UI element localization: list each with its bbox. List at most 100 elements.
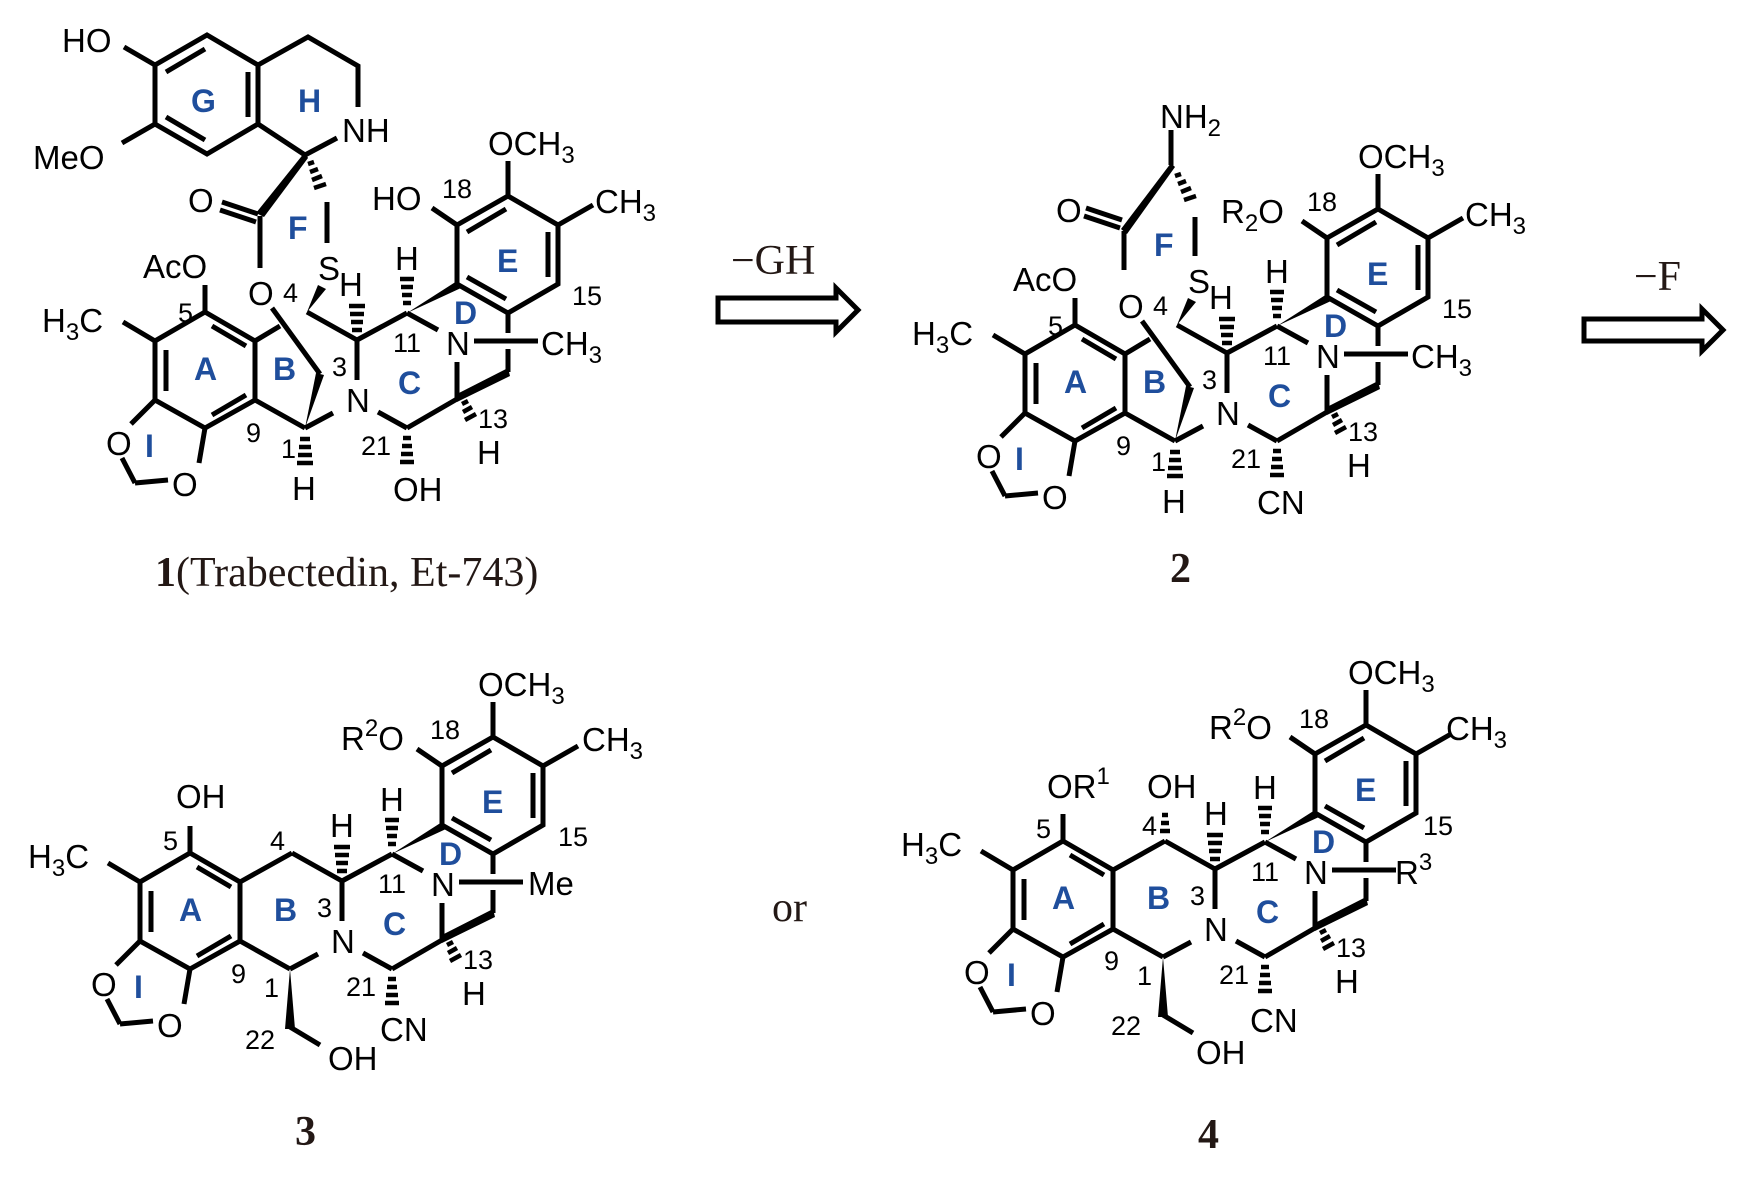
- ring-label-f: F: [1154, 227, 1174, 263]
- caption-2: 2: [1170, 546, 1191, 592]
- atom-n2: N: [346, 382, 370, 419]
- atom-cn: CN: [380, 1011, 428, 1048]
- atom-o-dioxole-2: O: [157, 1007, 183, 1044]
- ring-label-i: I: [145, 428, 154, 464]
- pos-1: 1: [1137, 961, 1152, 991]
- atom-h-c3: H: [339, 266, 363, 303]
- ring-label-d: D: [1312, 824, 1335, 860]
- ring-label-d: D: [439, 836, 462, 872]
- atom-ester-o: O: [248, 275, 274, 312]
- pos-13: 13: [1348, 417, 1378, 447]
- atom-h3c: H3C: [912, 315, 973, 359]
- atom-n12: N: [446, 325, 470, 362]
- atom-h3c: H3C: [901, 826, 962, 870]
- ring-label-a: A: [194, 351, 217, 387]
- reaction-arrow-2: −F: [1581, 254, 1727, 358]
- pos-21: 21: [361, 431, 391, 461]
- ring-label-b: B: [274, 892, 297, 928]
- atom-meo: MeO: [33, 139, 105, 176]
- pos-11: 11: [378, 869, 406, 899]
- ring-label-c: C: [1268, 378, 1291, 414]
- ring-g-h-bonds: [120, 32, 361, 268]
- atom-aco: AcO: [1013, 261, 1077, 298]
- atom-h-c11: H: [1253, 769, 1277, 806]
- atom-nh2: NH2: [1160, 98, 1221, 142]
- atom-n-ch3: CH3: [541, 325, 602, 369]
- ring-label-b: B: [1143, 364, 1166, 400]
- ring-label-g: G: [191, 83, 216, 119]
- atom-h-c3: H: [1209, 279, 1233, 316]
- pos-3: 3: [1190, 881, 1205, 911]
- pos-4: 4: [1142, 811, 1157, 841]
- atom-h-c13: H: [477, 434, 501, 471]
- atom-cn: CN: [1250, 1002, 1298, 1039]
- atom-n2: N: [1216, 395, 1240, 432]
- atom-s: S: [318, 250, 340, 287]
- pos-11: 11: [1251, 857, 1279, 887]
- structure-1-trabectedin: HO MeO NH O O S H AcO H3C HO OCH3 CH3 CH…: [33, 22, 656, 596]
- pos-1: 1: [1151, 447, 1166, 477]
- ring-label-i: I: [1007, 957, 1016, 993]
- atom-n2: N: [331, 923, 355, 960]
- atom-cn: CN: [1257, 484, 1305, 521]
- atom-or1: OR1: [1047, 763, 1110, 805]
- pos-5: 5: [1036, 814, 1051, 844]
- c4-oh-hash-bond: [1160, 812, 1170, 834]
- ring-label-b: B: [273, 351, 296, 387]
- atom-oh-c5: OH: [176, 778, 226, 815]
- atom-n-ch3: CH3: [1411, 338, 1472, 382]
- atom-nh: NH: [342, 112, 390, 149]
- atom-r2o: R2O: [341, 715, 404, 757]
- pos-15: 15: [1423, 811, 1453, 841]
- caption-4: 4: [1198, 1112, 1219, 1158]
- structure-3: OH H3C R2O OCH3 CH3 Me N N O O H H H OH …: [28, 666, 643, 1155]
- atom-n12: N: [1304, 854, 1328, 891]
- atom-oh-c4: OH: [1147, 768, 1197, 805]
- atom-ch3-ring: CH3: [1465, 196, 1526, 240]
- atom-h-c13: H: [462, 975, 486, 1012]
- ring-label-a: A: [1064, 364, 1087, 400]
- pos-21: 21: [346, 972, 376, 1002]
- atom-h3c: H3C: [28, 838, 89, 882]
- caption-1: 1(Trabectedin, Et-743): [155, 550, 538, 596]
- pos-4: 4: [283, 278, 298, 308]
- atom-o-dioxole-2: O: [1042, 479, 1068, 516]
- atom-oh-c21: OH: [393, 471, 443, 508]
- pos-9: 9: [246, 418, 261, 448]
- caption-text: (Trabectedin, Et-743): [176, 550, 538, 596]
- ring-label-e: E: [1367, 256, 1388, 292]
- ring-label-d: D: [1324, 308, 1347, 344]
- pos-9: 9: [231, 959, 246, 989]
- pos-11: 11: [1263, 341, 1291, 371]
- pos-15: 15: [1442, 294, 1472, 324]
- pos-22: 22: [1111, 1011, 1141, 1041]
- ring-label-a: A: [179, 892, 202, 928]
- pos-4: 4: [270, 826, 285, 856]
- pos-5: 5: [163, 826, 178, 856]
- atom-och3: OCH3: [478, 666, 565, 710]
- atom-h-c11: H: [395, 240, 419, 277]
- pos-18: 18: [430, 715, 460, 745]
- pos-11: 11: [393, 328, 421, 358]
- atom-o-dioxole-2: O: [172, 466, 198, 503]
- ring-label-f: F: [288, 210, 308, 246]
- pos-18: 18: [442, 174, 472, 204]
- atom-h3c: H3C: [42, 302, 103, 346]
- pos-15: 15: [572, 281, 602, 311]
- atom-ch3-ring: CH3: [1446, 710, 1507, 754]
- pos-15: 15: [558, 822, 588, 852]
- atom-ho-18: HO: [372, 180, 422, 217]
- atom-o-dioxole-2: O: [1030, 995, 1056, 1032]
- atom-ch3-ring: CH3: [582, 721, 643, 765]
- atom-och3: OCH3: [488, 125, 575, 169]
- pos-13: 13: [1336, 933, 1366, 963]
- atom-s: S: [1188, 263, 1210, 300]
- atom-o-dioxole-1: O: [964, 954, 990, 991]
- atom-och3: OCH3: [1358, 138, 1445, 182]
- atom-aco: AcO: [143, 248, 207, 285]
- atom-h-c3: H: [330, 807, 354, 844]
- or-connector: or: [772, 885, 807, 931]
- ring-label-d: D: [454, 295, 477, 331]
